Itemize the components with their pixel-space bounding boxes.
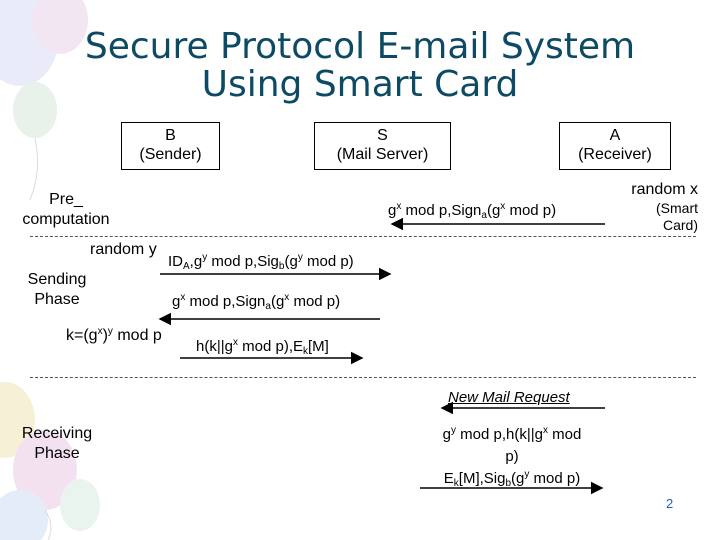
balloon-shape [13,82,57,138]
key-sup: y [107,326,113,337]
m2-part: (g [284,253,298,270]
message-5-label: New Mail Request [448,389,570,406]
title-line-2: Using Smart Card [201,64,519,105]
m3-part: g [172,293,181,310]
key-sup: x [97,326,103,337]
m2-part: ,g [189,253,203,270]
sending-label-line1: Sending [27,271,87,288]
m2-part: mod p) [302,253,354,270]
m4-sub: k [303,346,309,357]
message-6-label: gy mod p,h(k||gx mod p) Ek[M],Sigb(gy mo… [418,424,606,490]
receiving-label-line2: Phase [34,445,80,462]
separator-line [30,236,696,237]
server-name: S [377,127,388,144]
key-part: k=(g [66,327,98,344]
m2-part: ID [168,253,183,270]
message-4-label: h(k||gx mod p),Ek[M] [196,337,329,357]
sender-role: (Sender) [139,146,202,163]
m3-sup: x [284,292,290,303]
smart-card-text-2: Card) [662,217,698,233]
m6-sup: y [450,425,456,436]
balloon-shape [60,479,100,531]
random-y-note: random y [90,241,157,258]
m2-sup: y [297,252,303,263]
key-part: ) [102,327,108,344]
m6-part: E [443,470,454,487]
receiving-label-line1: Receiving [21,425,93,442]
server-role: (Mail Server) [336,146,429,163]
m1-sup: x [500,201,506,212]
m6-line-3: Ek[M],Sigb(gy mod p) [418,468,606,490]
balloon-string [44,509,52,540]
m2-sub: A [183,261,190,272]
balloon-shape [32,0,88,54]
m4-part: h(k||g [196,338,233,355]
pre-computation-label: Pre_ computation [14,190,118,230]
title-line-1: Secure Protocol E-mail System [84,26,636,67]
m2-part: mod p,Sig [207,253,279,270]
sending-phase-label: Sending Phase [22,270,92,310]
message-3-label: gx mod p,Signa(gx mod p) [172,292,341,312]
m6-line-1: gy mod p,h(k||gx mod [418,424,606,446]
pre-label-line1: Pre_ [49,191,83,208]
m6-part: mod p) [529,470,581,487]
m1-part: g [388,202,397,219]
random-x-note: random x (Smart Card) [612,180,712,234]
m4-sup: x [232,337,238,348]
random-x-text: random x [631,181,698,198]
page-number: 2 [666,496,674,511]
separator-line [30,377,696,378]
m1-sub: a [481,210,487,221]
m4-part: mod p),E [237,338,304,355]
m2-sub: b [278,261,285,272]
m6-sup: x [542,425,548,436]
sending-label-line2: Phase [34,291,80,308]
server-box: S (Mail Server) [314,122,451,170]
balloon-shape [13,430,77,510]
key-computation-note: k=(gx)y mod p [66,326,162,346]
m2-sup: y [202,252,208,263]
sender-box: B (Sender) [121,122,220,170]
sender-name: B [165,127,176,144]
message-1-label: gx mod p,Signa(gx mod p) [388,201,557,221]
m3-sub: a [265,301,271,312]
m3-part: mod p) [289,293,341,310]
receiver-box: A (Receiver) [559,122,671,170]
receiving-phase-label: Receiving Phase [14,424,100,464]
m6-part: g [442,426,451,443]
m6-sub: b [505,478,512,489]
balloon-shape [0,490,48,540]
m1-part: mod p) [505,202,557,219]
m6-part: [M],Sig [458,470,506,487]
balloon-string [29,137,39,201]
key-part: mod p [112,327,162,344]
receiver-role: (Receiver) [578,146,652,163]
m1-part: (g [486,202,501,219]
m6-sub: k [453,478,459,489]
m3-sup: x [180,292,186,303]
m6-sup: y [524,469,530,480]
m4-part: [M] [308,338,329,355]
m1-part: mod p,Sign [401,202,482,219]
m6-part: mod [547,426,582,443]
slide-title: Secure Protocol E-mail System Using Smar… [0,28,720,104]
pre-label-line2: computation [22,211,110,228]
m3-part: mod p,Sign [185,293,266,310]
message-2-label: IDA,gy mod p,Sigb(gy mod p) [168,252,354,272]
receiver-name: A [609,127,621,144]
m3-part: (g [270,293,285,310]
smart-card-text-1: (Smart [656,200,698,216]
m6-part: (g [511,470,525,487]
m1-sup: x [396,201,402,212]
m6-line-2: p) [505,448,519,465]
m6-part: mod p,h(k||g [455,426,543,443]
